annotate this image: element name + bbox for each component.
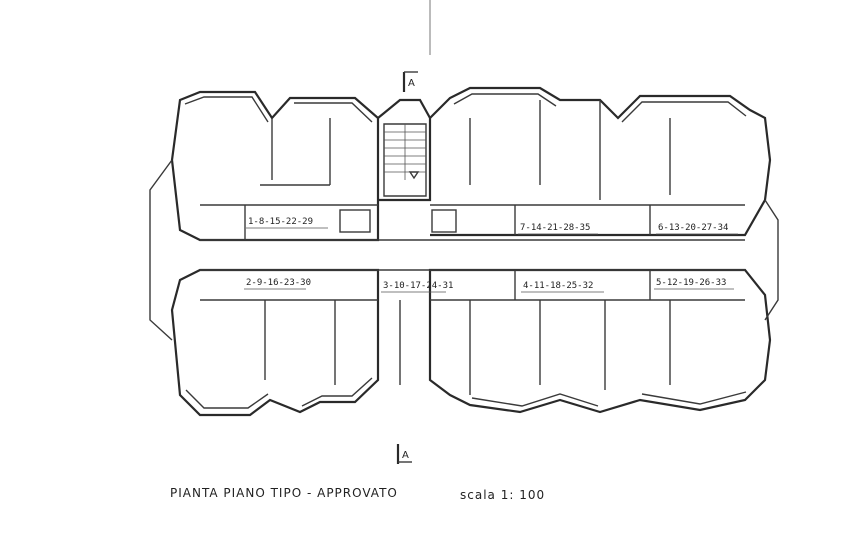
unit-label-4: 4-11-18-25-32 (523, 281, 593, 291)
unit-labels: 1-8-15-22-29 2-9-16-23-30 3-10-17-24-31 … (244, 217, 738, 293)
drawing-scale: scala 1: 100 (460, 488, 546, 502)
stair-treads (384, 124, 426, 180)
section-mark-bottom: A (396, 444, 412, 464)
unit-label-7: 7-14-21-28-35 (520, 223, 590, 233)
unit-label-2: 2-9-16-23-30 (246, 278, 311, 288)
drawing-title: PIANTA PIANO TIPO - APPROVATO (170, 486, 398, 500)
building-outline (149, 86, 779, 417)
section-mark-top-label: A (408, 78, 415, 89)
partitions (200, 100, 745, 395)
section-mark-top: A (402, 71, 418, 92)
unit-label-3: 3-10-17-24-31 (383, 281, 453, 291)
unit-label-6: 6-13-20-27-34 (658, 223, 728, 233)
unit-label-5: 5-12-19-26-33 (656, 278, 726, 288)
section-mark-bottom-label: A (402, 450, 409, 461)
unit-label-1: 1-8-15-22-29 (248, 217, 313, 227)
